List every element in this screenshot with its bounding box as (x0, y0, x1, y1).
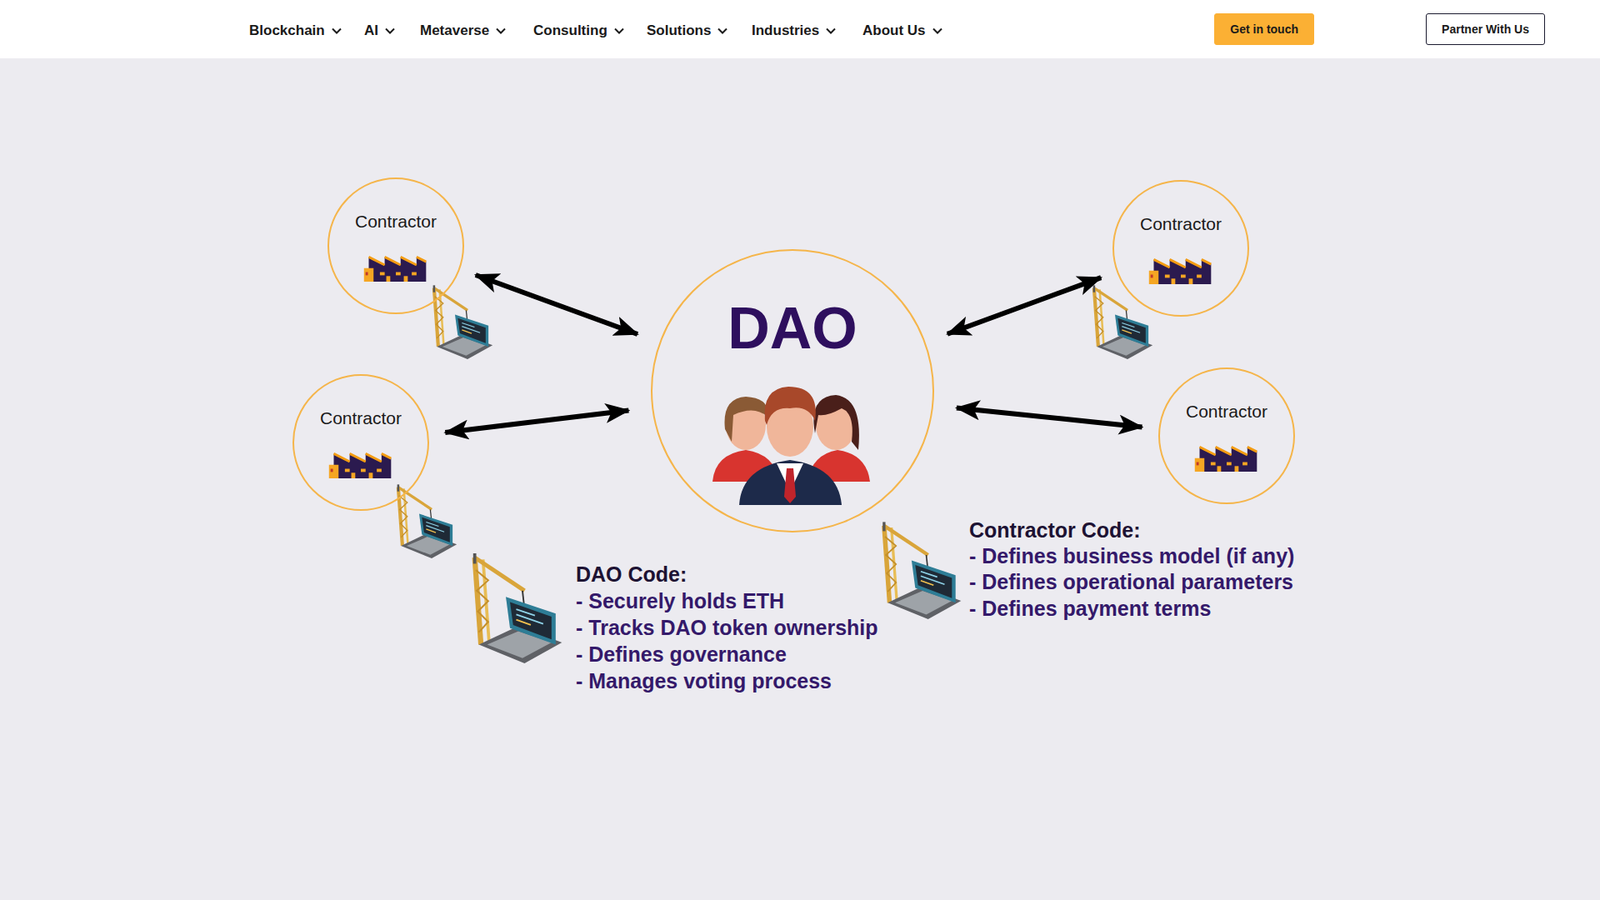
chevron-icon (933, 29, 942, 34)
circle-outline (1159, 368, 1295, 504)
contractor-label: Contractor (292, 408, 430, 428)
double-arrow (475, 275, 638, 335)
dao-circle: DAO (650, 249, 935, 533)
code-heading: DAO Code: (575, 562, 687, 587)
outline-button: Partner With Us (1425, 13, 1545, 45)
code-item: - Manages voting process (575, 669, 832, 694)
nav-label: Metaverse (420, 22, 490, 40)
people-icon (712, 386, 870, 505)
chevron-icon (932, 27, 943, 35)
nav-item: Industries (751, 22, 836, 40)
code-item: - Defines business model (if any) (969, 544, 1295, 569)
dao-title: DAO (650, 296, 935, 361)
contractor-circle: Contractor (1158, 367, 1295, 505)
contractor-circle: Contractor (1112, 180, 1250, 317)
code-item: - Tracks DAO token ownership (575, 615, 879, 640)
chevron-icon (615, 29, 624, 34)
chevron-icon (717, 27, 728, 35)
chevron-icon (718, 29, 727, 34)
contractor-label: Contractor (327, 211, 465, 231)
circle-outline (293, 375, 429, 510)
circle-outline (650, 249, 935, 533)
nav-label: Industries (751, 22, 820, 40)
code-item: - Defines payment terms (969, 596, 1211, 621)
double-arrow (956, 407, 1143, 427)
circle-outline (1113, 180, 1249, 316)
chevron-icon (825, 27, 836, 35)
circle-outline (292, 374, 430, 511)
contractor-circle: Contractor (292, 374, 430, 511)
nav-item: Consulting (533, 22, 625, 40)
nav-item: Solutions (646, 22, 728, 40)
chevron-icon (614, 27, 625, 35)
chevron-icon (496, 29, 505, 34)
circle-outline (327, 177, 465, 315)
nav-item: Metaverse (420, 22, 506, 40)
code-item: - Securely holds ETH (575, 589, 785, 614)
circle-outline (651, 250, 934, 532)
button-label: Get in touch (1230, 22, 1299, 36)
code-item: - Defines governance (575, 642, 787, 667)
chevron-icon (332, 29, 341, 34)
chevron-icon (495, 27, 506, 35)
code-heading: Contractor Code: (969, 518, 1141, 543)
button-label: Partner With Us (1441, 22, 1530, 36)
contractor-label: Contractor (1112, 214, 1250, 234)
chevron-icon (331, 27, 342, 35)
nav-item: Blockchain (249, 22, 342, 40)
nav-label: Solutions (646, 22, 711, 40)
nav-label: Consulting (533, 22, 608, 40)
circle-outline (1158, 367, 1295, 505)
nav-item: AI (364, 22, 395, 40)
double-arrow (445, 410, 629, 433)
nav-label: AI (364, 22, 379, 40)
contractor-label: Contractor (1158, 401, 1295, 421)
cta-button: Get in touch (1214, 13, 1315, 45)
circle-outline (1112, 180, 1250, 317)
chevron-icon (826, 29, 835, 34)
nav-label: About Us (862, 22, 926, 40)
circle-outline (328, 178, 464, 314)
nav-label: Blockchain (249, 22, 325, 40)
contractor-circle: Contractor (327, 177, 465, 315)
chevron-icon (385, 27, 395, 35)
chevron-icon (385, 29, 395, 34)
nav-item: About Us (862, 22, 943, 40)
double-arrow (947, 277, 1101, 335)
code-item: - Defines operational parameters (969, 570, 1294, 595)
